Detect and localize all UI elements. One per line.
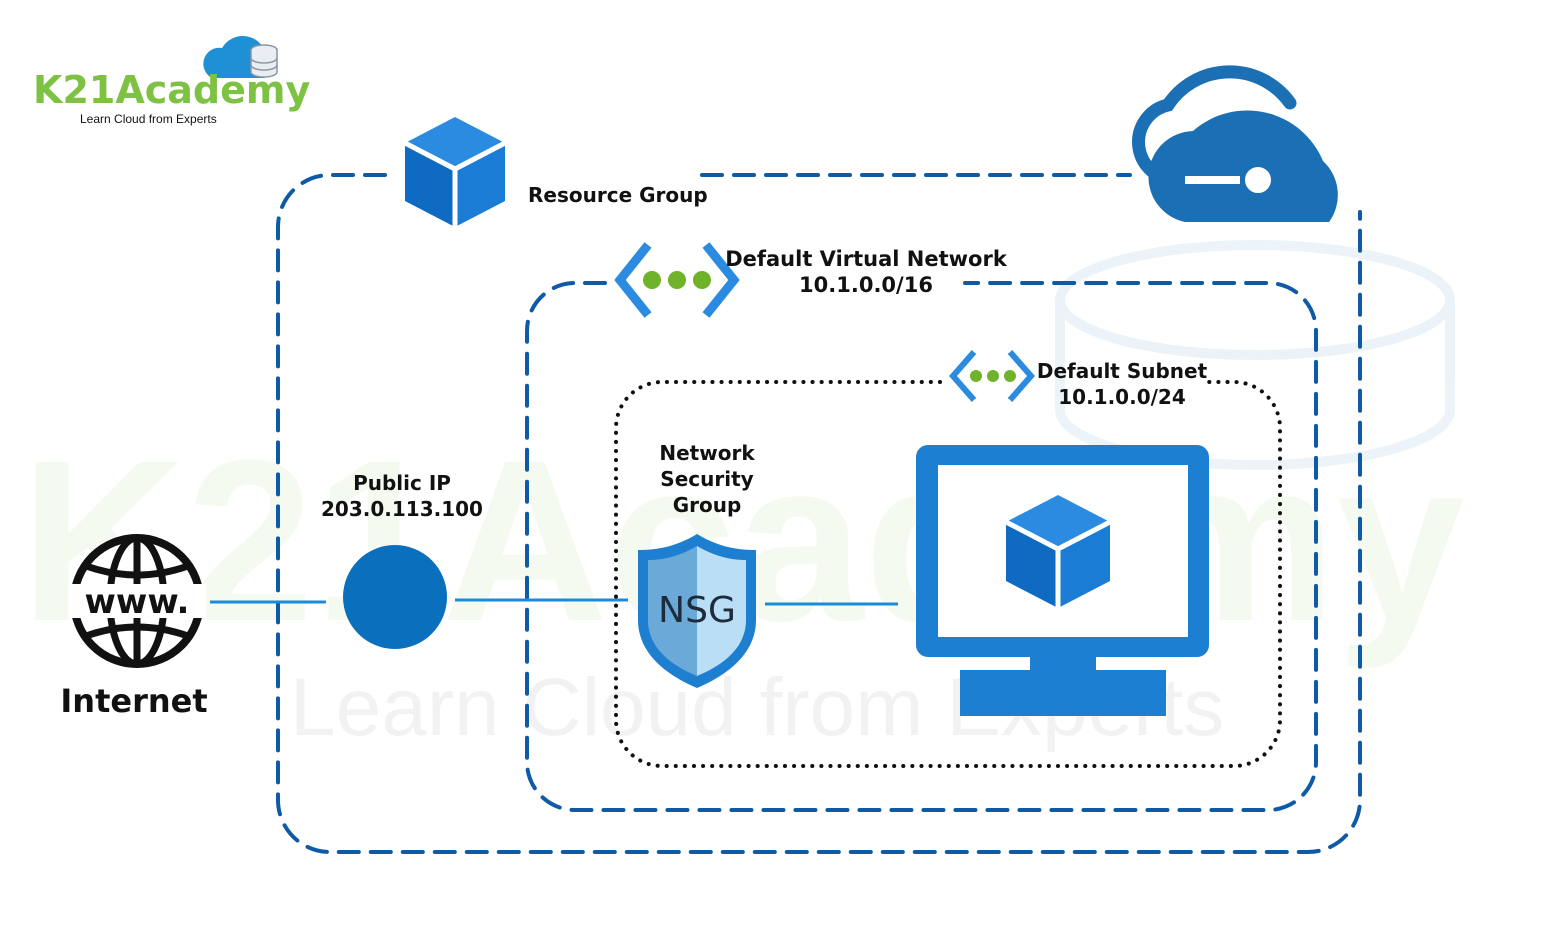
nsg-badge-text: NSG [658, 590, 736, 631]
nsg-label-line1: Network [659, 441, 755, 465]
subnet-chevron-icon [949, 350, 1035, 402]
vnet-name: Default Virtual Network [725, 247, 1008, 271]
www-globe-icon: www. [68, 534, 206, 668]
subnet-name: Default Subnet [1037, 359, 1208, 383]
subnet-cidr: 10.1.0.0/24 [1058, 385, 1186, 409]
vnet-chevron-icon [614, 242, 740, 318]
azure-cloud-icon [1132, 65, 1338, 222]
internet-label: Internet [60, 682, 207, 720]
logo-name: K21Academy [33, 68, 310, 112]
vm-cube-icon [1004, 495, 1112, 608]
nsg-label-line3: Group [673, 493, 742, 517]
resource-group-label: Resource Group [528, 183, 708, 207]
logo-tagline: Learn Cloud from Experts [80, 112, 217, 126]
resource-group-container [276, 173, 1362, 854]
vnet-cidr: 10.1.0.0/16 [799, 273, 933, 297]
resource-group-cube-icon [403, 117, 507, 227]
vnet-container [525, 281, 1318, 812]
public-ip-node [343, 545, 447, 649]
watermark-database-icon [1055, 240, 1455, 470]
public-ip-address: 203.0.113.100 [321, 497, 483, 521]
logo-cloud-icon [203, 36, 278, 78]
k21academy-logo: K21Academy Learn Cloud from Experts [33, 36, 310, 126]
www-text: www. [85, 582, 190, 622]
subnet-container [614, 380, 1282, 768]
public-ip-title: Public IP [353, 471, 451, 495]
virtual-machine-monitor-icon [916, 445, 1209, 716]
nsg-label-line2: Security [660, 467, 753, 491]
connection-lines [210, 598, 898, 606]
nsg-shield-icon: NSG [638, 534, 756, 688]
